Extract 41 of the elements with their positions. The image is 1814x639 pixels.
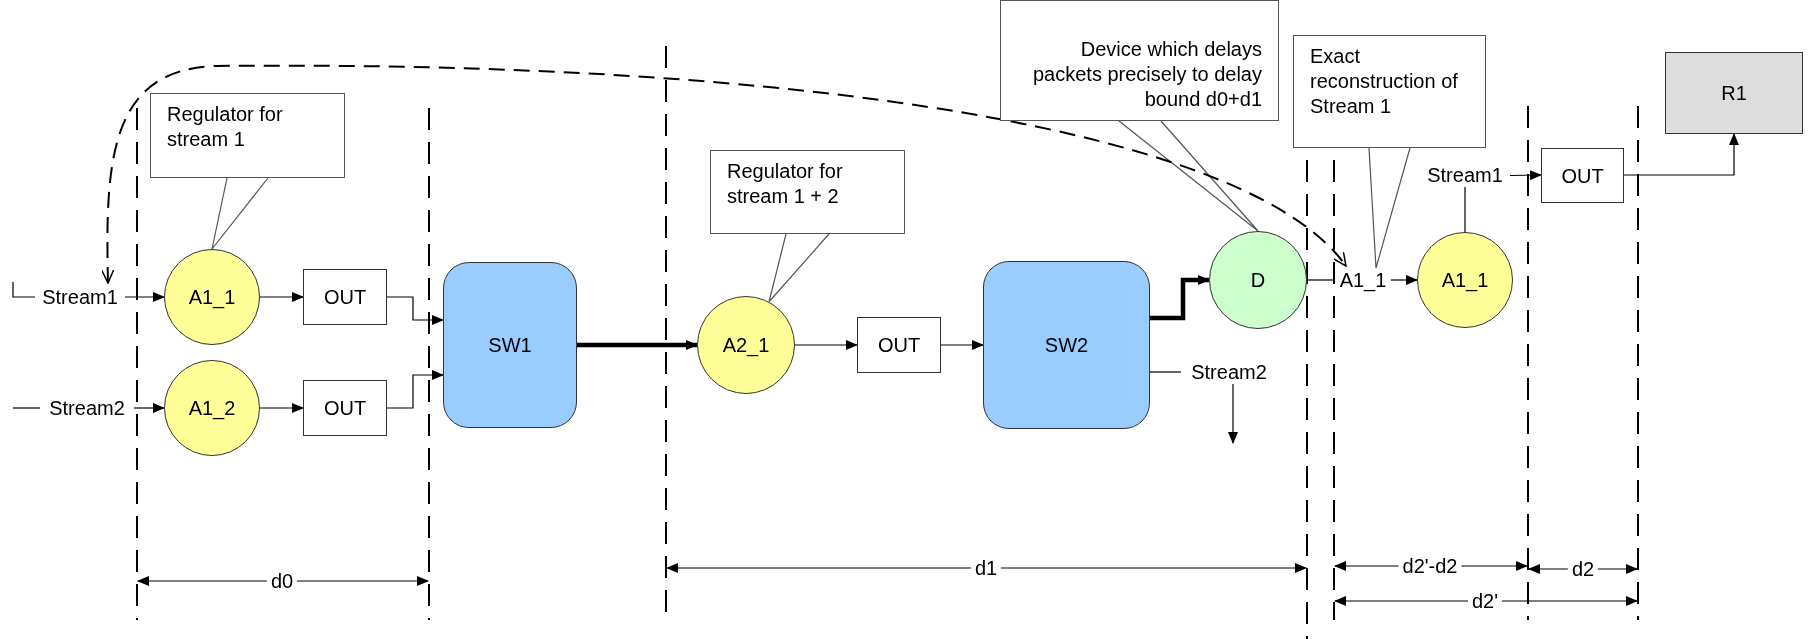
dimension-label: d2'-d2 <box>1398 556 1462 576</box>
arrow <box>1623 133 1739 176</box>
arrow <box>1390 275 1418 285</box>
stream-label: Stream1 <box>35 285 125 309</box>
callout-box: Device which delays packets precisely to delay bound d0+d1 <box>1000 0 1279 121</box>
output-box: OUT <box>857 317 941 373</box>
arrow <box>259 403 304 413</box>
stream-label: Stream2 <box>40 396 134 420</box>
dimension-label: d2' <box>1467 591 1503 611</box>
stream-label: Stream2 <box>1181 360 1277 384</box>
dimension-label: d0 <box>266 571 298 591</box>
arrow <box>386 370 444 409</box>
arrow <box>124 292 165 302</box>
stream-label: Stream1 <box>1420 163 1510 187</box>
callout-box: Exact reconstruction of Stream 1 <box>1293 35 1486 148</box>
callout-pointer <box>211 177 269 250</box>
callout-pointer <box>1368 147 1411 269</box>
arrow <box>133 403 165 413</box>
callout-pointer <box>1118 120 1259 232</box>
output-box: OUT <box>1541 148 1624 203</box>
arrow <box>794 340 858 350</box>
arrow <box>1509 170 1542 181</box>
output-box: OUT <box>303 380 387 436</box>
dimension-label: d2 <box>1567 559 1599 579</box>
arrow <box>1150 275 1210 321</box>
callout-pointer <box>768 233 830 303</box>
dimension-label: d1 <box>970 558 1002 578</box>
arrow <box>386 296 444 325</box>
receiver-box: R1 <box>1665 52 1803 134</box>
switch-box: SW1 <box>443 262 577 428</box>
stream-label: A1_1 <box>1335 268 1391 292</box>
arrow <box>577 340 698 350</box>
arrow <box>12 281 36 298</box>
callout-box: Regulator for stream 1 <box>150 93 345 178</box>
output-box: OUT <box>303 269 387 325</box>
arrow <box>940 340 984 350</box>
callout-box: Regulator for stream 1 + 2 <box>710 150 905 234</box>
switch-box: SW2 <box>983 261 1150 429</box>
arrow <box>259 292 304 302</box>
dashed-arrow <box>101 65 1347 284</box>
arrow <box>1228 383 1238 444</box>
